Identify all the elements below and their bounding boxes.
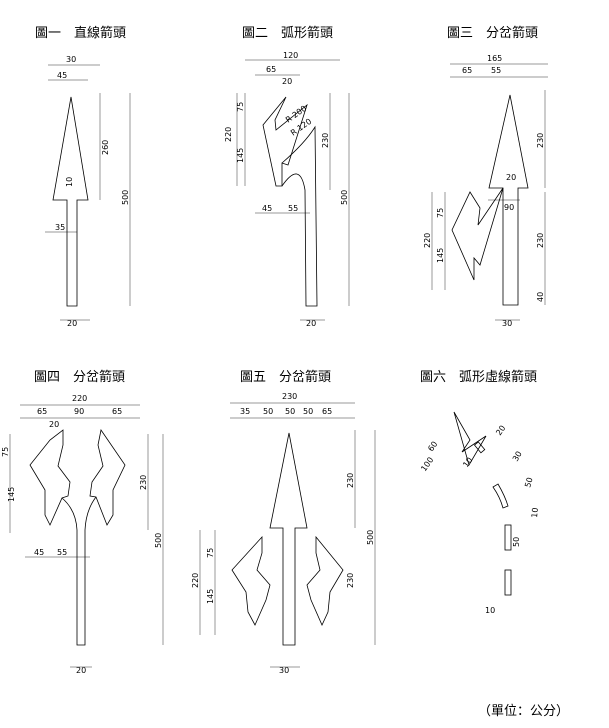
f2-dim-120: 120 [283, 51, 298, 60]
f4-dim-45: 45 [34, 548, 44, 557]
f4-dim-20: 20 [49, 420, 59, 429]
f6-dim-60: 60 [426, 440, 439, 454]
fig5-fork-left [231, 535, 271, 626]
f3-dim-220: 220 [423, 233, 432, 248]
f3-dim-90: 90 [504, 203, 514, 212]
fig6-dash-3 [504, 569, 512, 596]
f4-dim-90: 90 [74, 407, 84, 416]
f5-dim-35: 35 [240, 407, 250, 416]
f2-dim-55: 55 [288, 204, 298, 213]
f6-dim-10a: 10 [461, 456, 474, 470]
f5-dim-220: 220 [191, 573, 200, 588]
f2-dim-stem: 20 [306, 319, 316, 328]
f3-dim-145: 145 [436, 248, 445, 263]
f5-dim-65: 65 [322, 407, 332, 416]
unit-note: （單位：公分） [478, 704, 570, 719]
f3-dim-55: 55 [491, 66, 501, 75]
f2-dim-230: 230 [321, 133, 330, 148]
f6-dim-10c: 10 [485, 606, 495, 615]
f2-dim-145: 145 [236, 148, 245, 163]
f5-dim-230b: 230 [346, 573, 355, 588]
fig3-fork-branch [451, 187, 504, 281]
fig1-straight-arrow [52, 96, 89, 307]
f4-dim-65b: 65 [112, 407, 122, 416]
f4-dim-220: 220 [72, 394, 87, 403]
f4-dim-65a: 65 [37, 407, 47, 416]
f5-dim-230a: 230 [346, 473, 355, 488]
fig3-fork-main [488, 94, 529, 306]
f1-dim-10: 10 [65, 177, 74, 187]
f2-dim-65: 65 [266, 65, 276, 74]
fig6-dash-curve [492, 483, 509, 509]
f4-dim-145: 145 [7, 487, 16, 502]
f5-dim-230: 230 [282, 392, 297, 401]
f4-dim-stem: 20 [76, 666, 86, 675]
f5-dim-50b: 50 [285, 407, 295, 416]
figure1-title: 圖一 直線箭頭 [35, 26, 127, 41]
figure3-title: 圖三 分岔箭頭 [447, 26, 539, 41]
f1-dim-35: 35 [55, 223, 65, 232]
fig5-fork-center [269, 432, 308, 646]
f5-dim-75: 75 [206, 548, 215, 558]
f2-dim-20: 20 [282, 77, 292, 86]
fig4-fork-left [29, 429, 71, 526]
f3-dim-40: 40 [536, 292, 545, 302]
f1-dim-stem: 20 [67, 319, 77, 328]
f2-dim-500: 500 [340, 190, 349, 205]
fig5-fork-right [306, 535, 344, 626]
figure4-title: 圖四 分岔箭頭 [34, 370, 126, 385]
fig4-fork-stem [61, 496, 97, 646]
f5-dim-500: 500 [366, 530, 375, 545]
f4-dim-500: 500 [154, 533, 163, 548]
figure5-title: 圖五 分岔箭頭 [240, 370, 332, 385]
f2-dim-45: 45 [262, 204, 272, 213]
f6-dim-50a: 50 [523, 476, 534, 488]
f6-dim-30: 30 [511, 450, 524, 463]
figure2-title: 圖二 弧形箭頭 [242, 26, 334, 41]
fig2-curved-arrow [262, 96, 308, 187]
f4-dim-75: 75 [1, 447, 10, 457]
f6-dim-100: 100 [419, 455, 435, 473]
f2-dim-75: 75 [236, 102, 245, 112]
f2-dim-220: 220 [224, 127, 233, 142]
f6-dim-50b: 50 [512, 537, 521, 547]
f5-dim-145: 145 [206, 589, 215, 604]
fig6-dash-1 [473, 441, 486, 454]
f4-dim-55: 55 [57, 548, 67, 557]
f6-dim-20: 20 [494, 424, 507, 438]
f1-dim-total: 500 [121, 190, 130, 205]
fig6-dash-2 [504, 524, 512, 551]
f3-dim-165: 165 [487, 54, 502, 63]
f1-dim-head-len: 260 [101, 140, 110, 155]
f3-dim-20: 20 [506, 173, 516, 182]
f5-dim-50c: 50 [303, 407, 313, 416]
f5-dim-50a: 50 [263, 407, 273, 416]
f3-dim-230a: 230 [536, 133, 545, 148]
figure6-title: 圖六 弧形虛線箭頭 [420, 370, 538, 385]
fig2-curved-stem [281, 125, 318, 307]
f3-dim-30: 30 [502, 319, 512, 328]
f1-dim-width: 30 [66, 55, 76, 64]
fig4-fork-right [89, 428, 126, 526]
f3-dim-230b: 230 [536, 233, 545, 248]
f5-dim-stem: 30 [279, 666, 289, 675]
f4-dim-230: 230 [139, 475, 148, 490]
fig6-dashed-head [453, 411, 487, 467]
f6-dim-10b: 10 [530, 507, 540, 518]
f1-dim-head-half: 45 [57, 71, 67, 80]
f3-dim-65: 65 [462, 66, 472, 75]
f3-dim-75: 75 [436, 208, 445, 218]
